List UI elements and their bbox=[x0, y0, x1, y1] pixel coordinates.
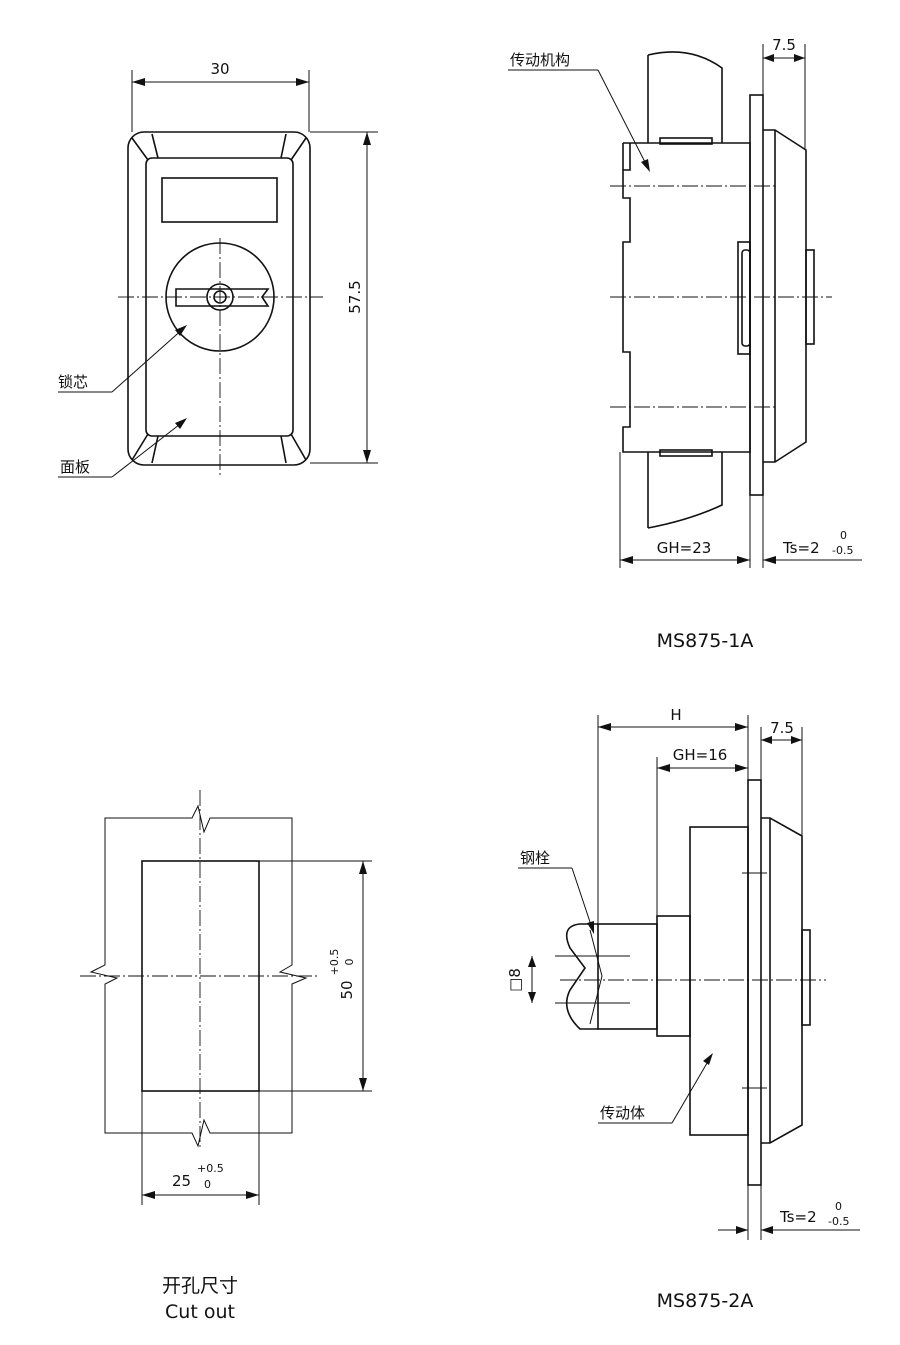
side-view-2a: □8 H 7.5 GH=16 钢栓 传动体 bbox=[506, 706, 860, 1312]
dim-square-8: □8 bbox=[506, 968, 524, 992]
dim-gh-23: GH=23 bbox=[657, 539, 712, 557]
dim-7-5-1a: 7.5 bbox=[772, 36, 796, 54]
dim-cutout-height-50: 50 bbox=[338, 980, 356, 999]
dim-ts-2a: Ts=2 bbox=[779, 1208, 817, 1226]
mechanism-body bbox=[622, 142, 751, 453]
caption-cutout-en: Cut out bbox=[165, 1301, 235, 1323]
panel-plate-2a bbox=[747, 779, 762, 1186]
knob-2a bbox=[801, 929, 811, 1026]
panel-plate bbox=[749, 94, 764, 496]
steel-bolt bbox=[565, 923, 598, 1030]
dim-7-5-2a: 7.5 bbox=[770, 719, 794, 737]
dim-width-30: 30 bbox=[210, 60, 229, 78]
caption-cutout-cn: 开孔尺寸 bbox=[162, 1275, 238, 1297]
label-panel: 面板 bbox=[60, 458, 90, 476]
dim-h: H bbox=[670, 706, 681, 724]
caption-ms875-1a: MS875-1A bbox=[657, 630, 754, 652]
tol-upper-1a: 0 bbox=[840, 529, 847, 542]
tol-cutout-height-lower: 0 bbox=[343, 959, 356, 966]
cutout-view: 50 +0.5 0 25 +0.5 0 开孔尺寸 Cut out bbox=[80, 790, 372, 1323]
transmission-body bbox=[689, 826, 749, 1136]
bezel-2a bbox=[761, 817, 803, 1144]
dim-height-57-5: 57.5 bbox=[346, 280, 364, 313]
tol-cutout-width-lower: 0 bbox=[204, 1178, 211, 1191]
tol-upper-2a: 0 bbox=[835, 1200, 842, 1213]
tol-cutout-width-upper: +0.5 bbox=[197, 1162, 224, 1175]
label-lock-core: 锁芯 bbox=[58, 373, 88, 391]
shaft-2a bbox=[597, 923, 658, 1030]
tol-lower-2a: -0.5 bbox=[828, 1215, 849, 1228]
label-mechanism: 传动机构 bbox=[510, 51, 570, 69]
dim-ts-1a: Ts=2 bbox=[782, 539, 820, 557]
key-slot bbox=[175, 288, 270, 307]
label-steel-bolt: 钢栓 bbox=[520, 849, 550, 867]
side-view-1a: 7.5 传动机构 GH=23 Ts=2 0 -0.5 MS875-1A bbox=[508, 36, 862, 652]
shaft-bottom bbox=[647, 452, 723, 529]
panel-outer bbox=[127, 131, 311, 466]
sheet-outline bbox=[89, 804, 308, 1148]
caption-ms875-2a: MS875-2A bbox=[657, 1290, 754, 1312]
front-view: 30 57.5 锁芯 面板 bbox=[58, 60, 378, 478]
panel-window bbox=[161, 177, 278, 223]
tol-cutout-height-upper: +0.5 bbox=[328, 949, 341, 976]
dim-gh-16: GH=16 bbox=[673, 746, 728, 764]
bezel-1a bbox=[763, 129, 807, 463]
tol-lower-1a: -0.5 bbox=[832, 544, 853, 557]
shaft-top bbox=[647, 51, 723, 143]
knob-1a bbox=[805, 249, 815, 345]
dim-cutout-width-25: 25 bbox=[172, 1172, 191, 1190]
label-transmission-body: 传动体 bbox=[600, 1104, 645, 1122]
